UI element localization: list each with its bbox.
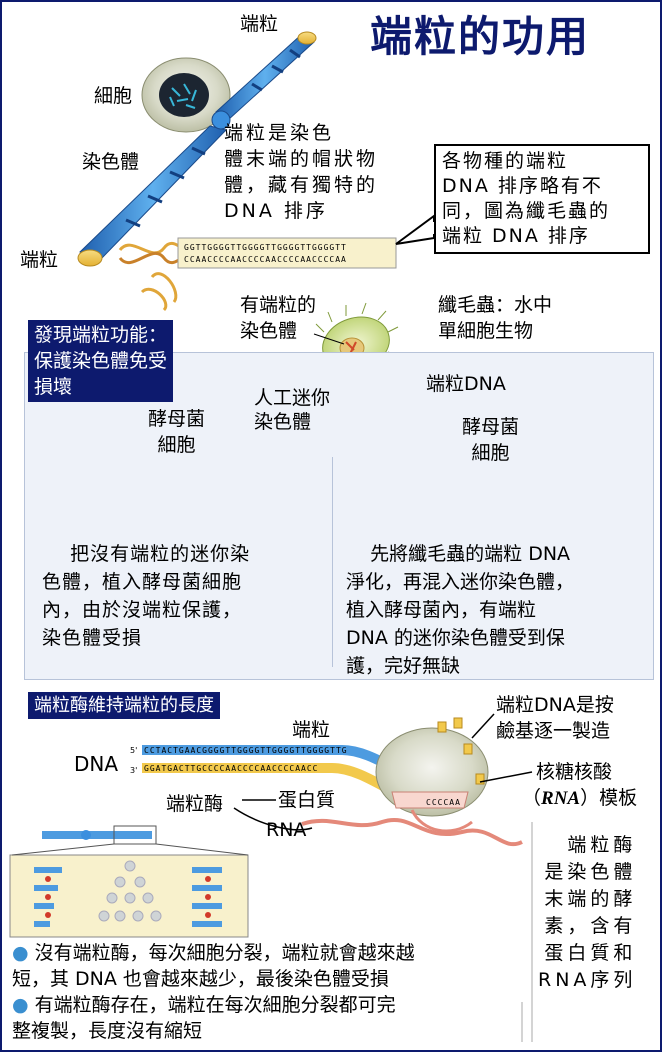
chromosome-label: 染色體	[82, 151, 140, 173]
sequence-top: GGTTGGGGTTGGGGTTGGGGTTGGGGTT	[184, 243, 347, 252]
telomere-top-label: 端粒	[240, 13, 279, 35]
cell-illustration	[141, 57, 231, 133]
discovery-panel	[24, 352, 654, 680]
telomere-description: 端粒是染色 體末端的帽狀物 體，藏有獨特的 DNA 排序	[224, 122, 379, 222]
bullet-no-telomerase: ● 沒有端粒酶，每次細胞分裂，端粒就會越來越 短，其 DNA 也會越來越少，最後…	[12, 942, 415, 990]
yeast-left-label: 酵母菌 細胞	[148, 408, 206, 456]
cell-label: 細胞	[94, 85, 133, 107]
enzyme-seq-bottom: GGATGACTTGCCCCAACCCCAACCCCAACC	[144, 764, 319, 773]
telomere-section-label: 端粒	[292, 719, 331, 741]
discovery-header: 發現端粒功能： 保護染色體免受 損壞	[28, 320, 174, 402]
chromosome-with-telomere-label: 有端粒的 染色體	[240, 294, 317, 342]
right-experiment-text: 先將纖毛蟲的端粒 DNA 淨化，再混入迷你染色體， 植入酵母菌內，有端粒 DNA…	[346, 543, 575, 677]
copy-note: 端粒DNA是按 鹼基逐一製造	[496, 694, 614, 742]
page-title: 端粒的功用	[370, 12, 591, 61]
bullet-dot-icon: ●	[12, 994, 29, 1016]
enzyme-seq-top: CCTACTGAACGGGGTTGGGGTTGGGGTTGGGGTTG	[144, 746, 348, 755]
protein-label: 蛋白質	[278, 789, 336, 811]
three-prime-label: 3'	[130, 766, 138, 775]
species-note-box: 各物種的端粒 DNA 排序略有不 同，圖為纖毛蟲的 端粒 DNA 排序	[434, 144, 650, 254]
cell-division-diagram	[9, 825, 249, 938]
bullet-dot-icon: ●	[12, 942, 29, 964]
sequence-strip	[177, 237, 397, 269]
rna-template-label: （RNA）模板	[522, 787, 638, 809]
chromosome-illustration	[77, 31, 317, 312]
ribonucleic-acid-label: 核糖核酸	[536, 761, 613, 783]
panel-divider	[332, 457, 333, 667]
sequence-bottom: CCAACCCCAACCCCAACCCCAACCCCAA	[184, 255, 347, 264]
telomerase-side-description: 端粒酶 是染色體 末端的酵 素，含有 蛋白質和 RNA序列	[538, 834, 637, 991]
yeast-right-label: 酵母菌 細胞	[462, 416, 520, 464]
rna-label: RNA	[266, 819, 307, 841]
ciliate-label: 纖毛蟲：水中 單細胞生物	[438, 294, 553, 342]
bullet-with-telomerase: ● 有端粒酶存在，端粒在每次細胞分裂都可完 整複製，長度沒有縮短	[12, 994, 396, 1042]
telomere-bottom-label: 端粒	[20, 249, 59, 271]
artificial-chromosome-label: 人工迷你 染色體	[254, 386, 331, 434]
telomerase-illustration	[142, 713, 533, 847]
rna-template-seq: CCCCAA	[426, 798, 461, 807]
five-prime-label: 5'	[130, 746, 138, 755]
dna-label: DNA	[74, 752, 119, 776]
telomerase-header: 端粒酶維持端粒的長度	[28, 692, 220, 719]
telomerase-label: 端粒酶	[166, 793, 224, 815]
left-experiment-text: 把沒有端粒的迷你染 色體，植入酵母菌細胞 內，由於沒端粒保護， 染色體受損	[42, 543, 251, 649]
telomere-dna-label: 端粒DNA	[426, 373, 506, 395]
